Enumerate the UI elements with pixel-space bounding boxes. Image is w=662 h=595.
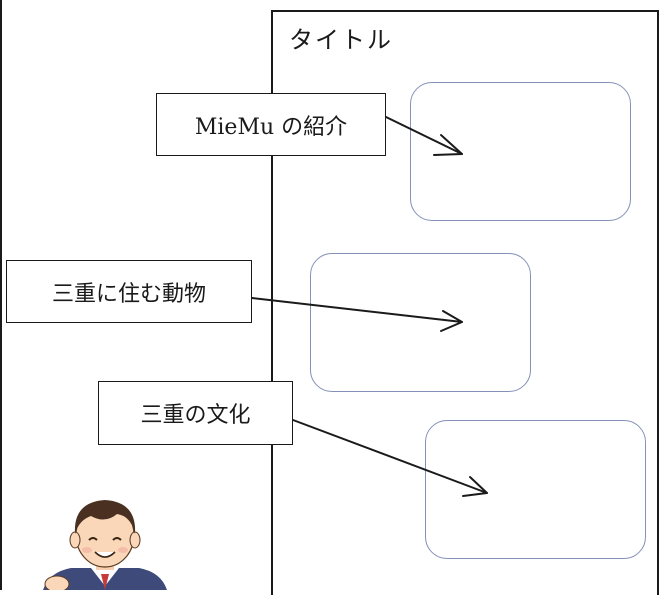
label-miemu-intro: MieMu の紹介 <box>156 93 386 156</box>
content-placeholder-3 <box>425 420 646 559</box>
panel-title: タイトル <box>289 26 393 54</box>
outer-frame-left-edge <box>0 0 2 590</box>
content-placeholder-2 <box>310 253 531 392</box>
label-mie-culture: 三重の文化 <box>98 381 293 445</box>
content-placeholder-1 <box>410 82 631 221</box>
character-illustration <box>43 500 167 590</box>
label-mie-animals: 三重に住む動物 <box>6 260 252 323</box>
